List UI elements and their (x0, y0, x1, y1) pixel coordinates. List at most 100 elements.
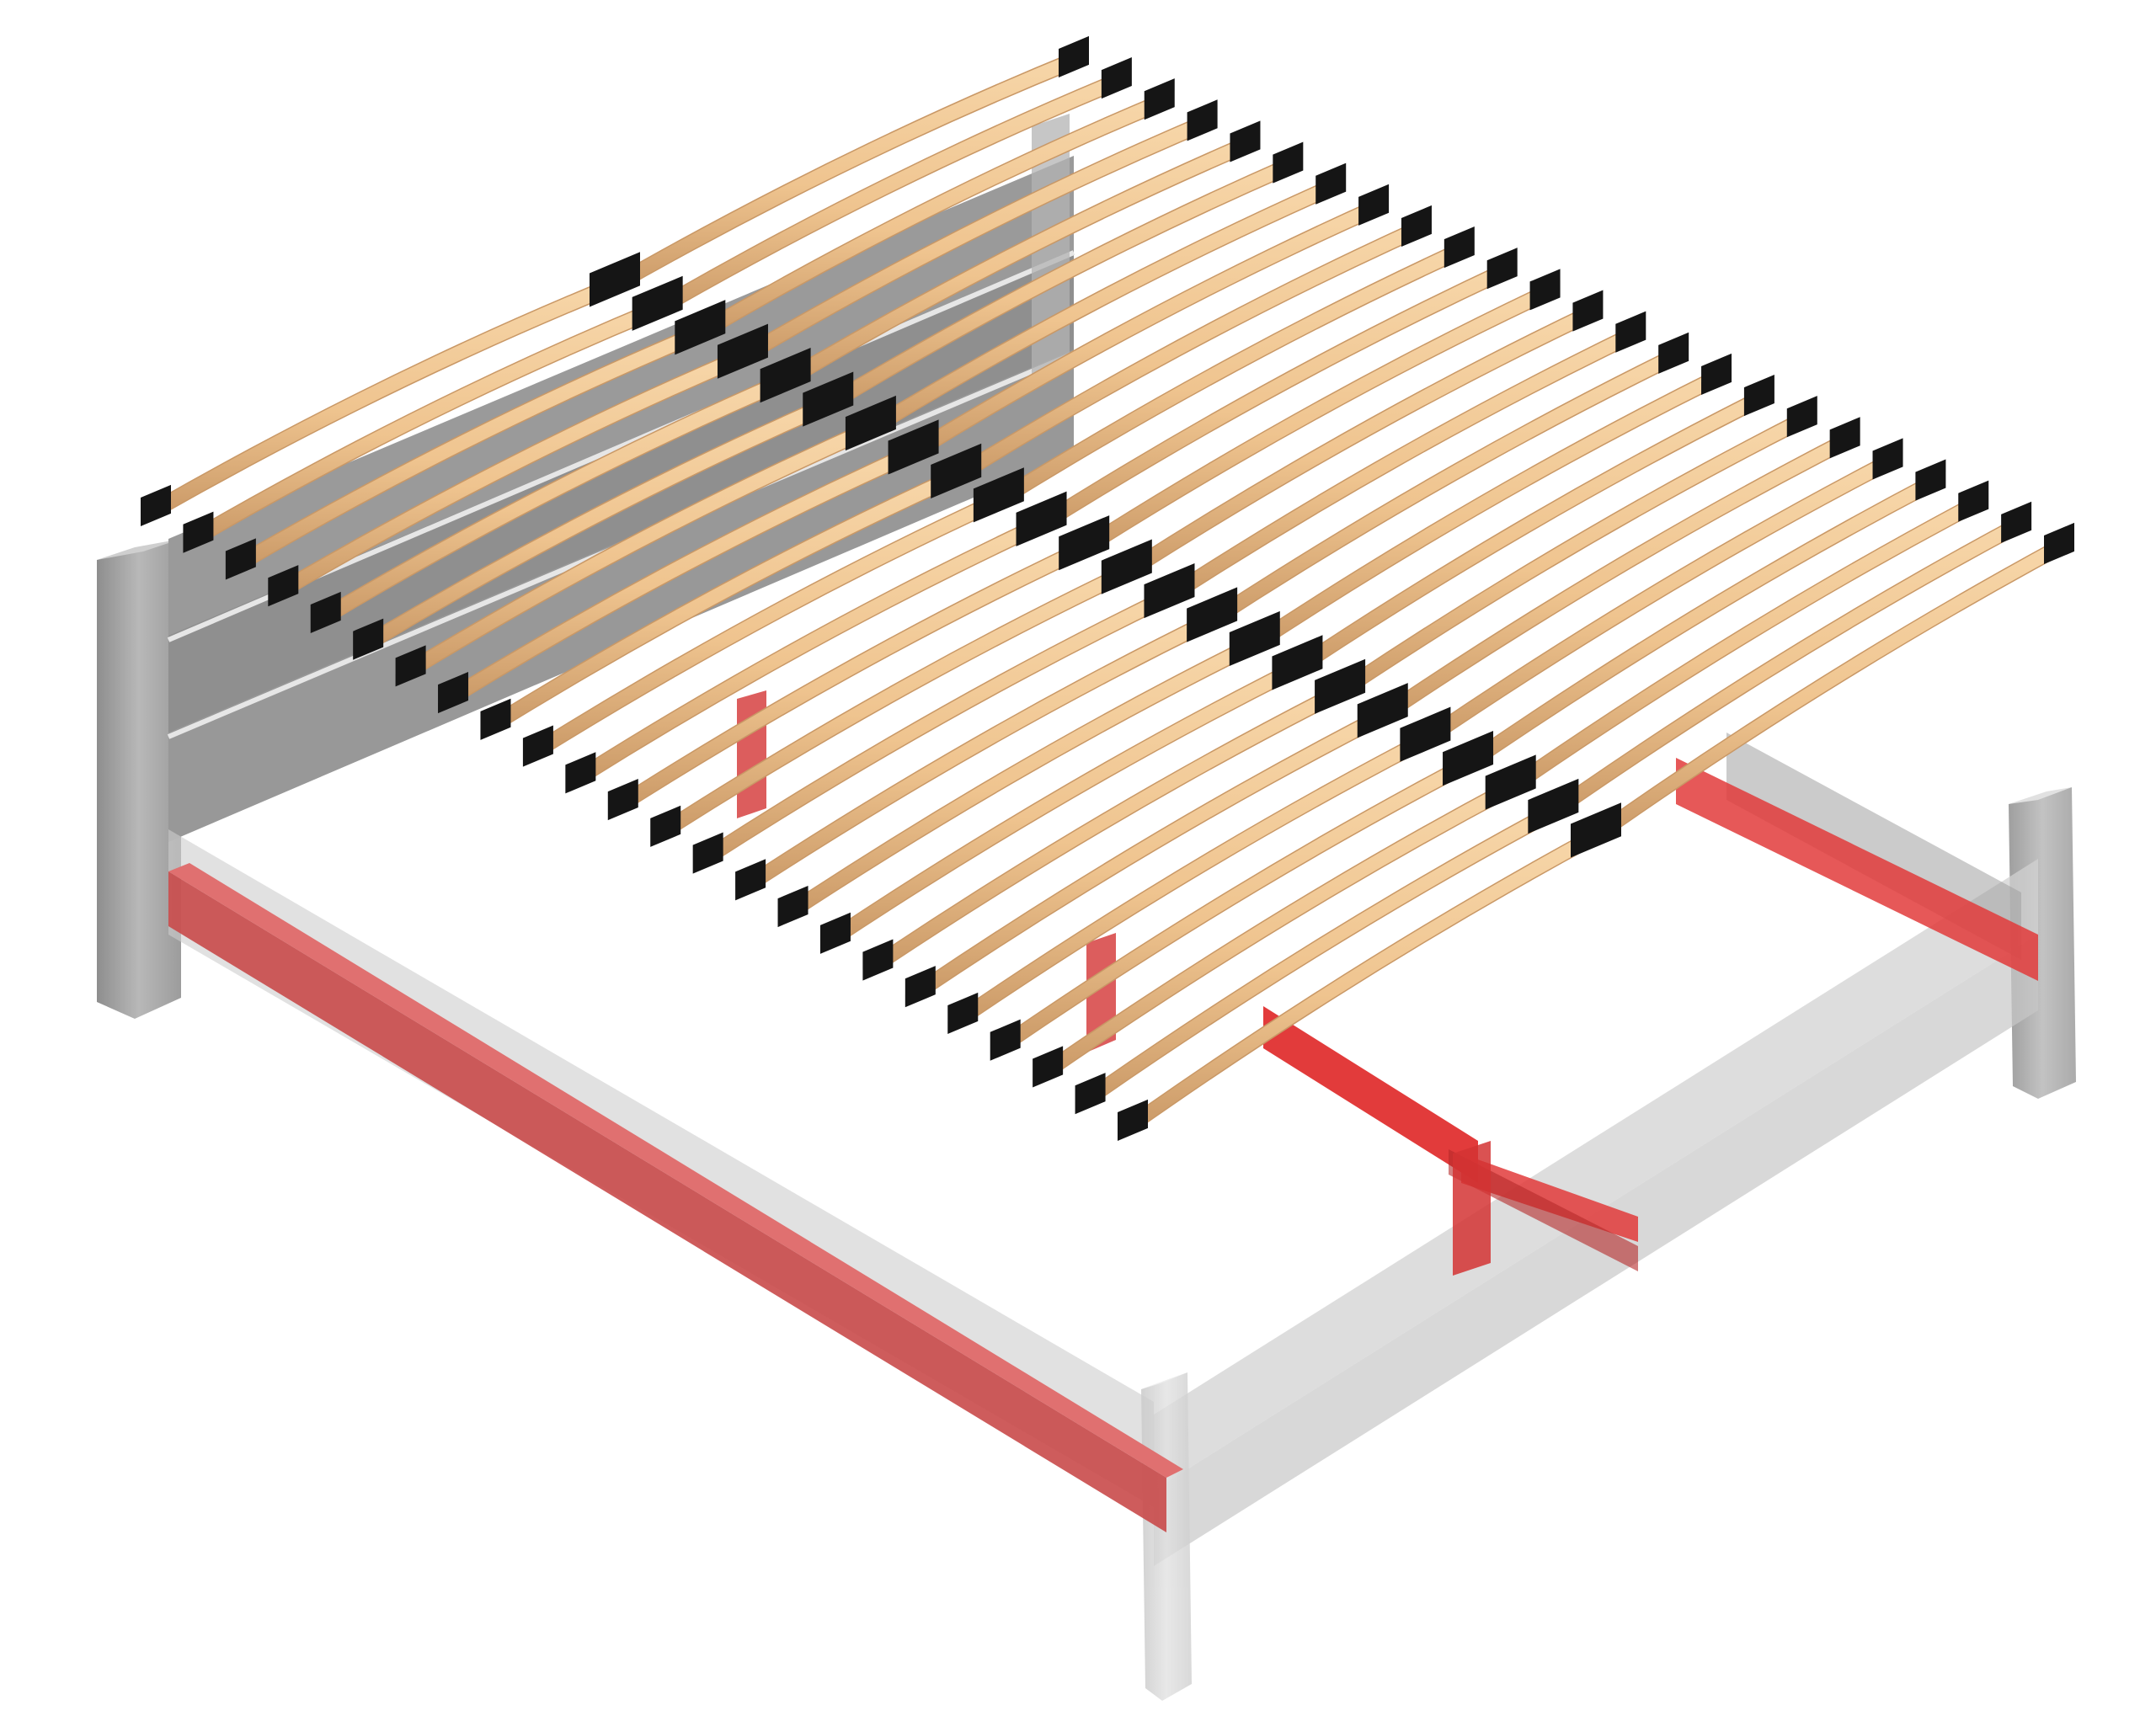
slat-icon (522, 226, 1475, 767)
support-leg-icon (737, 690, 1491, 1276)
slat-holder-icon (947, 992, 979, 1035)
slat-holder-icon (1615, 311, 1646, 353)
slat-grid (141, 35, 2074, 1141)
slat-holder-icon (1315, 163, 1347, 205)
slat-holder-icon (1872, 438, 1903, 480)
slat-holder-icon (1059, 515, 1110, 571)
slat-icon (735, 332, 1689, 901)
slat-holder-icon (395, 645, 426, 687)
slat-holder-icon (522, 725, 553, 767)
slat-holder-icon (1229, 610, 1280, 667)
slat-holder-icon (735, 859, 766, 901)
slat-holder-icon (803, 371, 854, 427)
slat-icon (310, 120, 1261, 633)
slat-holder-icon (675, 300, 726, 355)
slat-holder-icon (1059, 35, 1089, 77)
slat-holder-icon (1144, 78, 1175, 120)
slat-holder-icon (717, 323, 768, 379)
slat-holder-icon (1571, 802, 1621, 858)
slat-holder-icon (1230, 120, 1261, 163)
slat-holder-icon (973, 467, 1024, 523)
slat-holder-icon (1144, 562, 1195, 619)
slat-holder-icon (1658, 332, 1689, 374)
slat-holder-icon (438, 672, 469, 714)
slat-holder-icon (268, 565, 299, 607)
slat-holder-icon (1829, 417, 1860, 459)
slat-holder-icon (1743, 374, 1774, 417)
slat-holder-icon (1101, 539, 1152, 594)
slat-icon (650, 290, 1604, 847)
slat-holder-icon (692, 832, 723, 874)
slat-holder-icon (845, 395, 896, 451)
slat-icon (395, 163, 1347, 687)
slat-icon (438, 184, 1390, 714)
slat-holder-icon (1400, 706, 1451, 762)
slat-holder-icon (931, 443, 982, 498)
slat-holder-icon (1958, 480, 1989, 522)
slat-holder-icon (1485, 754, 1536, 810)
slat-holder-icon (1272, 635, 1323, 690)
slat-icon (777, 353, 1732, 928)
slat-holder-icon (862, 939, 894, 981)
slat-holder-icon (1915, 459, 1946, 501)
slat-icon (565, 248, 1518, 794)
slat-icon (607, 269, 1561, 821)
slat-holder-icon (1187, 587, 1238, 642)
slat-holder-icon (1187, 99, 1218, 141)
slat-holder-icon (1701, 353, 1732, 395)
slat-holder-icon (183, 511, 214, 553)
slat-holder-icon (1528, 778, 1579, 834)
slat-icon (905, 417, 1860, 1008)
slat-holder-icon (590, 252, 640, 307)
slat-holder-icon (565, 752, 596, 794)
slat-holder-icon (2044, 522, 2074, 564)
slat-icon (183, 57, 1132, 553)
slat-holder-icon (888, 419, 939, 475)
slat-holder-icon (225, 538, 256, 580)
slat-holder-icon (760, 348, 811, 403)
center-beam-right-icon (1676, 758, 2038, 981)
slat-icon (268, 99, 1218, 607)
slat-holder-icon (819, 912, 851, 954)
slat-icon (990, 459, 1946, 1061)
slat-icon (692, 311, 1646, 874)
slat-holder-icon (1016, 491, 1067, 546)
slat-holder-icon (1075, 1073, 1106, 1115)
slat-holder-icon (990, 1019, 1021, 1061)
slat-holder-icon (310, 591, 341, 633)
slat-icon (141, 35, 1089, 526)
slat-holder-icon (1444, 226, 1475, 269)
slat-icon (1075, 501, 2032, 1115)
side-rail-red-icon (168, 863, 1183, 1532)
slat-holder-icon (607, 779, 638, 821)
slat-holder-icon (1401, 205, 1432, 248)
slat-holder-icon (1033, 1046, 1064, 1088)
slat-icon (1033, 480, 1989, 1088)
slat-icon (1118, 522, 2074, 1141)
slat-holder-icon (1357, 683, 1408, 738)
slat-icon (862, 396, 1817, 981)
slat-holder-icon (1572, 290, 1604, 332)
slat-holder-icon (1786, 396, 1817, 438)
slat-holder-icon (777, 885, 808, 928)
slat-icon (353, 141, 1304, 660)
slat-holder-icon (1358, 184, 1390, 226)
slat-holder-icon (480, 698, 511, 740)
slat-holder-icon (1101, 57, 1132, 99)
slat-icon (947, 438, 1903, 1035)
slat-holder-icon (1273, 141, 1304, 184)
slat-holder-icon (905, 966, 936, 1008)
slat-icon (480, 205, 1432, 740)
slat-holder-icon (1443, 730, 1494, 786)
slat-holder-icon (1486, 248, 1518, 290)
slat-holder-icon (650, 805, 681, 847)
center-beam-icon (1263, 1006, 1638, 1271)
slat-holder-icon (353, 618, 384, 660)
slat-holder-icon (632, 275, 683, 331)
slat-holder-icon (2001, 501, 2032, 543)
slat-holder-icon (1529, 269, 1561, 311)
slat-holder-icon (141, 484, 171, 526)
slat-icon (819, 374, 1774, 954)
